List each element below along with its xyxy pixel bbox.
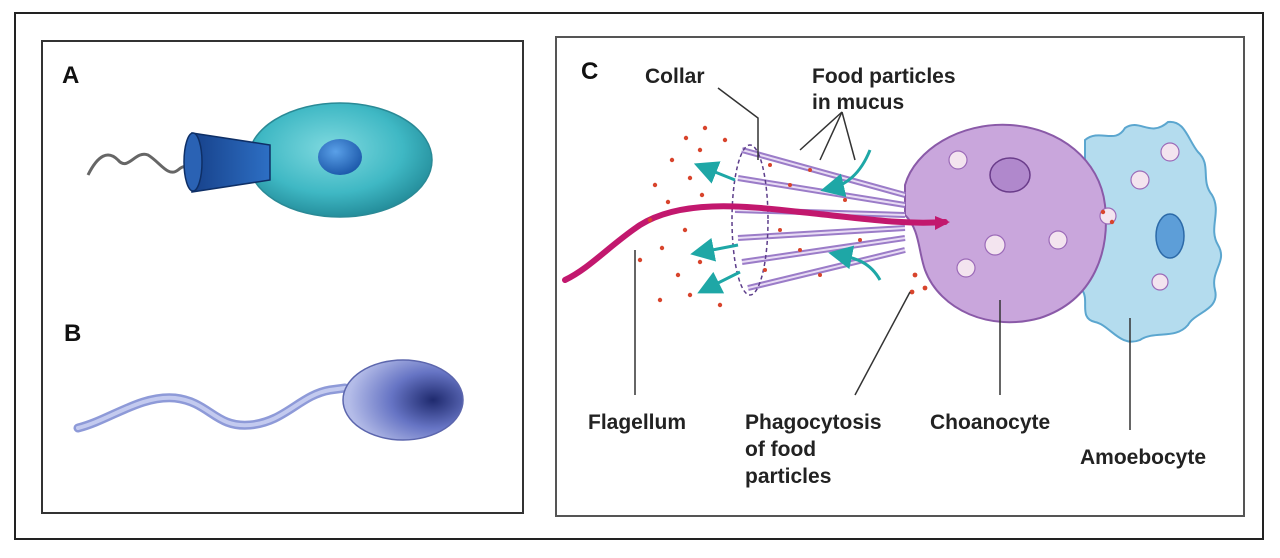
label-phagocytosis-3: particles xyxy=(745,465,832,488)
panel-label-a: A xyxy=(62,62,80,89)
sperm-head xyxy=(342,359,464,441)
label-choanocyte: Choanocyte xyxy=(930,411,1051,434)
label-food-particles-1: Food particles xyxy=(812,65,956,88)
food-vacuoles xyxy=(948,142,1180,291)
leader-lines xyxy=(634,87,1131,430)
label-flagellum: Flagellum xyxy=(588,411,687,434)
food-particles xyxy=(637,125,1115,308)
flagellum xyxy=(562,203,948,283)
choanocyte-cell xyxy=(904,123,1107,324)
panel-label-c: C xyxy=(581,58,599,85)
sperm-cell-b xyxy=(73,359,464,441)
label-phagocytosis-2: of food xyxy=(745,438,817,461)
choanoflagellate-cell-a xyxy=(86,102,433,218)
figure-frame xyxy=(14,12,1264,540)
label-collar: Collar xyxy=(645,65,705,88)
panel-label-b: B xyxy=(64,320,82,347)
nucleus xyxy=(318,139,362,175)
label-food-particles-2: in mucus xyxy=(812,91,905,114)
label-phagocytosis-1: Phagocytosis xyxy=(745,411,882,434)
label-amoebocyte: Amoebocyte xyxy=(1080,446,1207,469)
water-flow-arrows xyxy=(690,149,882,294)
